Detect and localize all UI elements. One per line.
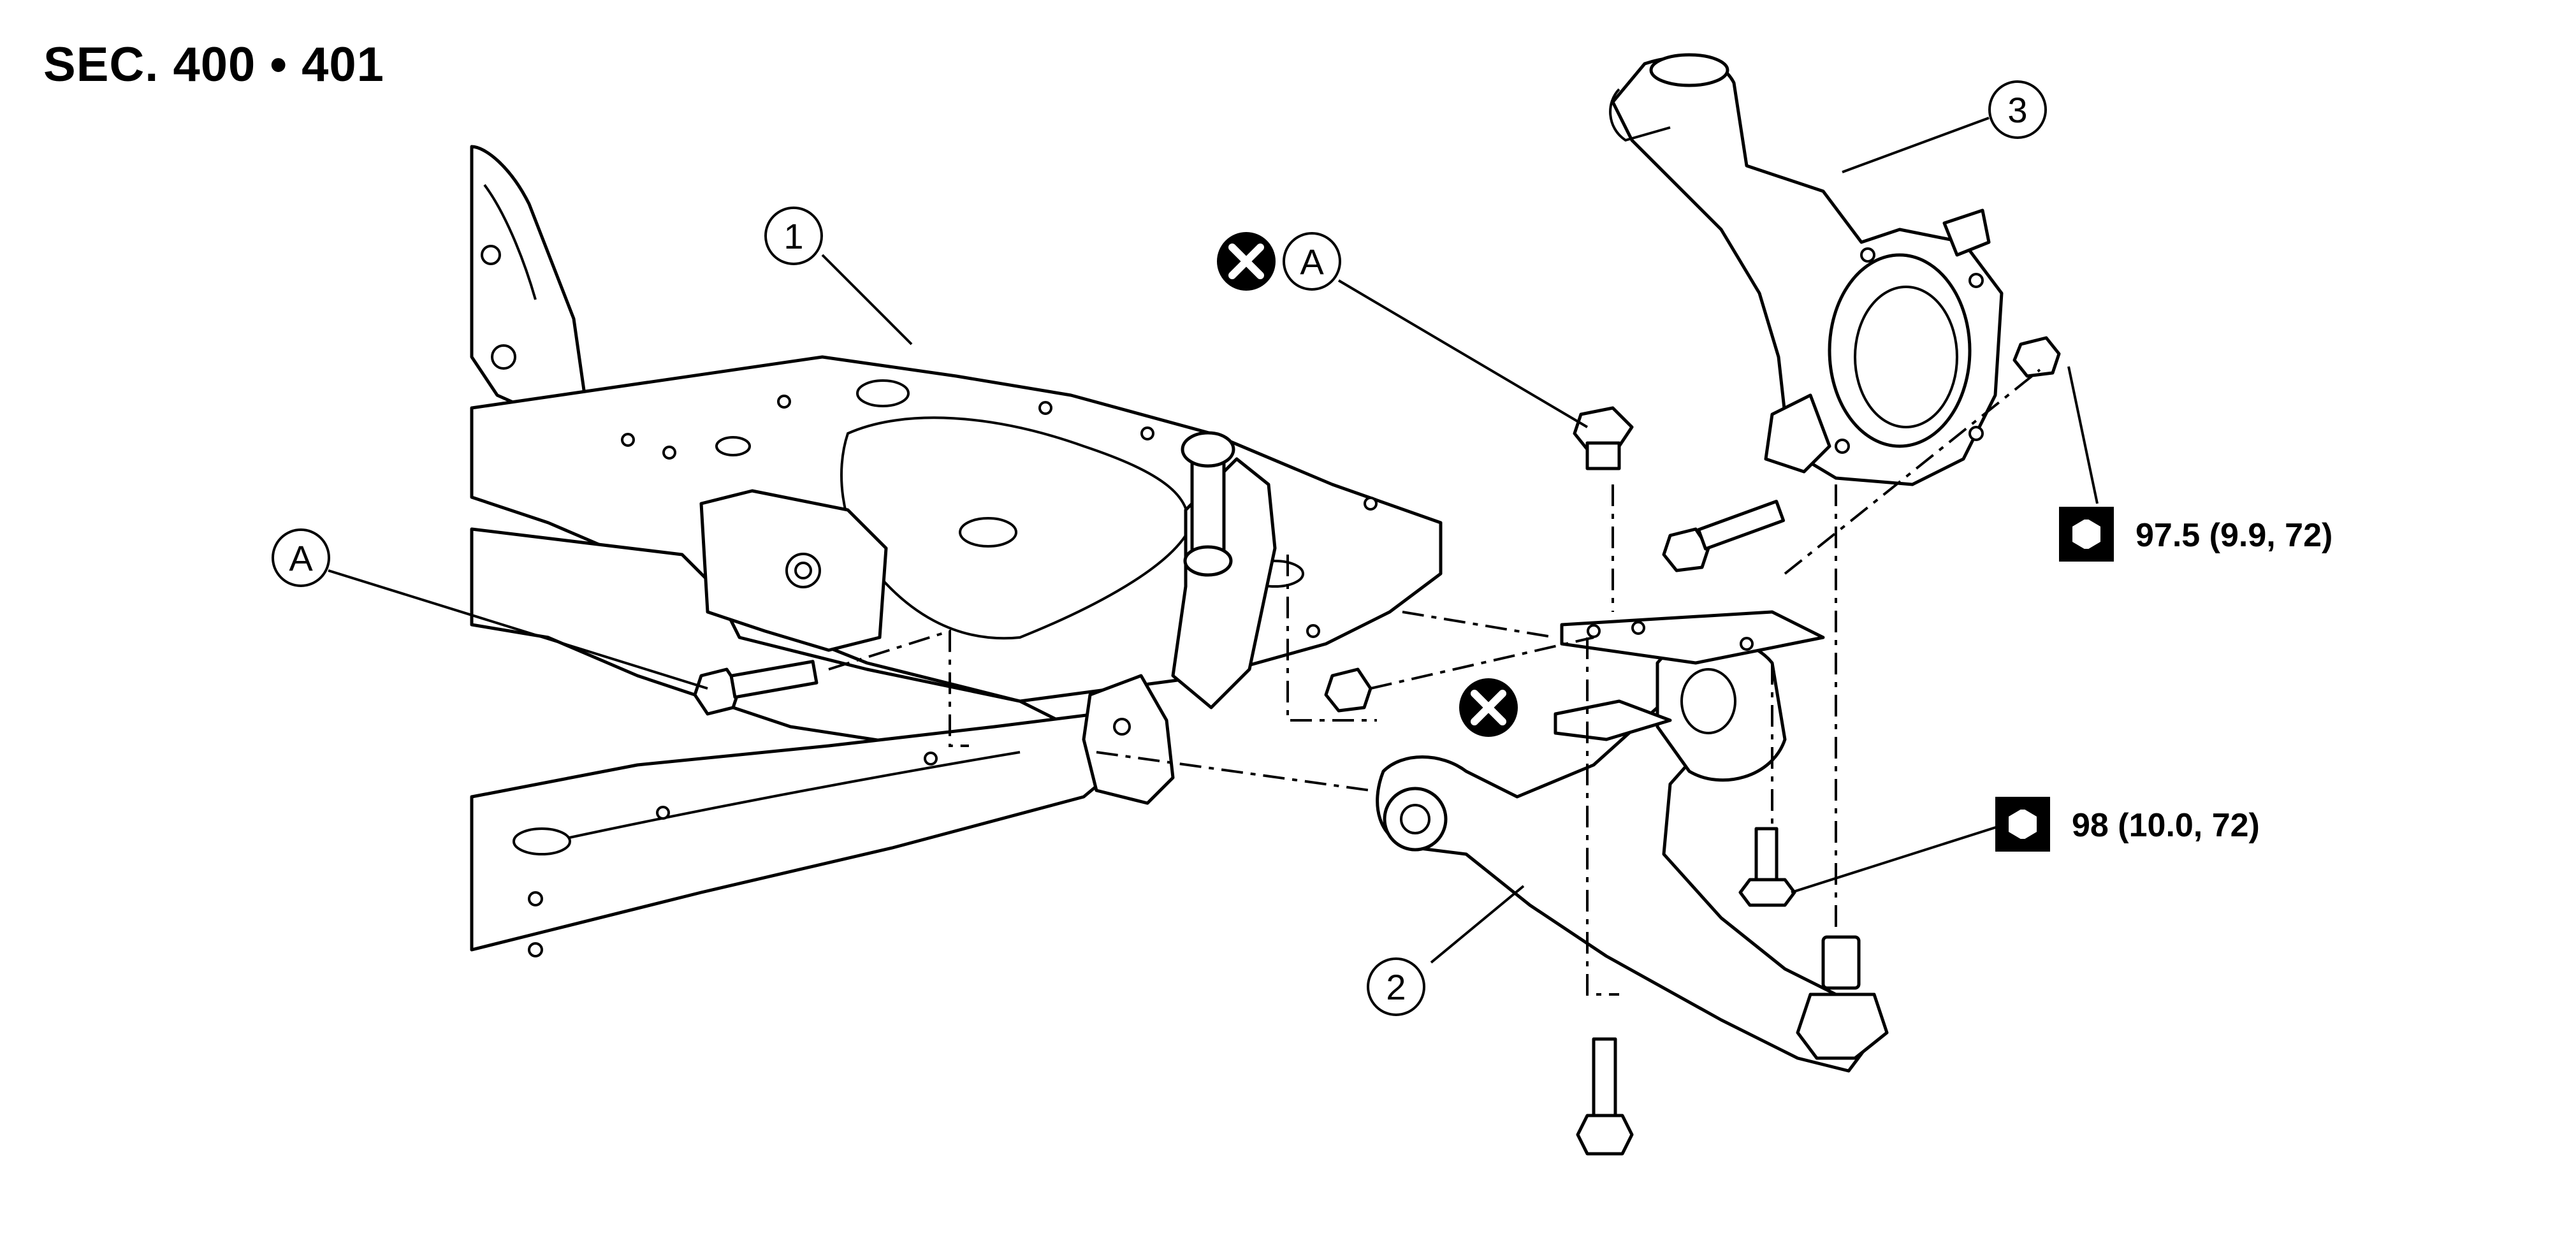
stabilizer-link xyxy=(1181,431,1235,577)
steering-knuckle xyxy=(1609,53,2004,486)
member-nut-top xyxy=(1573,406,1634,470)
pivot-nut xyxy=(1324,667,1372,713)
callout-3-label: 3 xyxy=(2007,90,2027,130)
callout-1: 1 xyxy=(764,207,823,265)
torque-wrench-icon xyxy=(1995,797,2050,852)
leader-lines xyxy=(328,117,2099,964)
x-circle-icon xyxy=(1217,232,1276,291)
callout-a-top: A xyxy=(1283,232,1341,291)
callout-1-label: 1 xyxy=(783,216,803,256)
knuckle-pinch-bolt xyxy=(1662,500,1786,572)
suspension-member xyxy=(470,145,1443,957)
callout-a-left-label: A xyxy=(289,538,313,578)
knuckle-nut xyxy=(2012,336,2061,378)
torque-spec-knuckle-nut: 97.5 (9.9, 72) xyxy=(2059,507,2332,562)
section-title: SEC. 400 • 401 xyxy=(43,38,384,92)
torque-spec-ball-joint-bolt: 98 (10.0, 72) xyxy=(1995,797,2260,852)
callout-2-label: 2 xyxy=(1386,967,1406,1007)
torque-value-ball-joint-bolt: 98 (10.0, 72) xyxy=(2072,807,2260,844)
callout-a-top-label: A xyxy=(1300,242,1324,282)
transverse-link xyxy=(1376,610,1889,1073)
callout-2: 2 xyxy=(1367,957,1425,1016)
callout-3: 3 xyxy=(1988,80,2047,139)
assembly-center-lines xyxy=(828,368,2041,996)
arm-bolt-bottom xyxy=(1576,1037,1634,1156)
callout-a-left: A xyxy=(272,528,330,587)
ball-joint-bolt xyxy=(1738,827,1796,907)
torque-wrench-icon xyxy=(2059,507,2114,562)
member-bolt-left xyxy=(693,660,819,716)
x-circle-icon xyxy=(1459,678,1518,737)
torque-value-knuckle-nut: 97.5 (9.9, 72) xyxy=(2136,517,2332,554)
